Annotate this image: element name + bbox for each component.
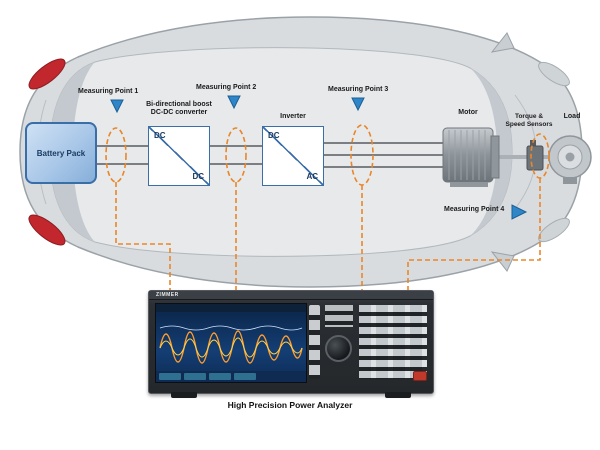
softkey-column bbox=[309, 305, 320, 379]
inverter-bottom-label: AC bbox=[306, 172, 318, 181]
load-graphic bbox=[548, 135, 592, 184]
load-title: Load bbox=[563, 113, 581, 120]
screen-menu-bar bbox=[156, 371, 306, 382]
dcdc-converter-box: DC DC bbox=[148, 126, 210, 186]
battery-pack-label: Battery Pack bbox=[36, 148, 86, 158]
analyzer-foot bbox=[385, 392, 411, 398]
analyzer-connectors bbox=[115, 178, 541, 290]
analyzer-screen bbox=[155, 303, 307, 383]
measuring-point-3-label: Measuring Point 3 bbox=[328, 86, 389, 93]
side-mirror-right bbox=[490, 251, 515, 272]
taillight bbox=[28, 58, 66, 90]
measuring-point-4-label: Measuring Point 4 bbox=[444, 206, 505, 213]
headlight bbox=[538, 217, 570, 243]
sensors-title: Torque & Speed Sensors bbox=[505, 113, 553, 128]
motor-graphic bbox=[442, 127, 500, 187]
waveform-graphic bbox=[156, 304, 306, 364]
side-mirror-left bbox=[490, 32, 515, 53]
dcdc-top-label: DC bbox=[154, 131, 166, 140]
measuring-point-markers bbox=[110, 95, 528, 220]
marker-triangle-2 bbox=[227, 95, 241, 110]
dcdc-converter-title: Bi-directional boost DC-DC converter bbox=[146, 101, 212, 117]
function-key-block bbox=[325, 305, 353, 327]
inverter-box: DC AC bbox=[262, 126, 324, 186]
headlight bbox=[538, 61, 570, 87]
inverter-top-label: DC bbox=[268, 131, 280, 140]
taillight bbox=[28, 214, 66, 246]
analyzer-top-strip: ZIMMER bbox=[149, 291, 433, 300]
marker-triangle-3 bbox=[351, 97, 365, 112]
rotary-knob bbox=[325, 335, 352, 362]
measuring-point-2-label: Measuring Point 2 bbox=[196, 84, 257, 91]
windshield bbox=[470, 68, 512, 236]
marker-triangle-1 bbox=[110, 99, 124, 114]
marker-triangle-4 bbox=[511, 204, 528, 220]
dcdc-bottom-label: DC bbox=[192, 172, 204, 181]
analyzer-foot bbox=[171, 392, 197, 398]
motor-title: Motor bbox=[458, 109, 478, 116]
power-analyzer: ZIMMER bbox=[148, 290, 434, 398]
inverter-title: Inverter bbox=[280, 113, 306, 120]
battery-pack-box: Battery Pack bbox=[25, 122, 97, 184]
measuring-point-1-label: Measuring Point 1 bbox=[78, 88, 139, 95]
button-grid bbox=[359, 305, 427, 379]
analyzer-brand: ZIMMER bbox=[156, 292, 179, 298]
analyzer-caption: High Precision Power Analyzer bbox=[227, 400, 353, 410]
power-button bbox=[413, 371, 427, 381]
